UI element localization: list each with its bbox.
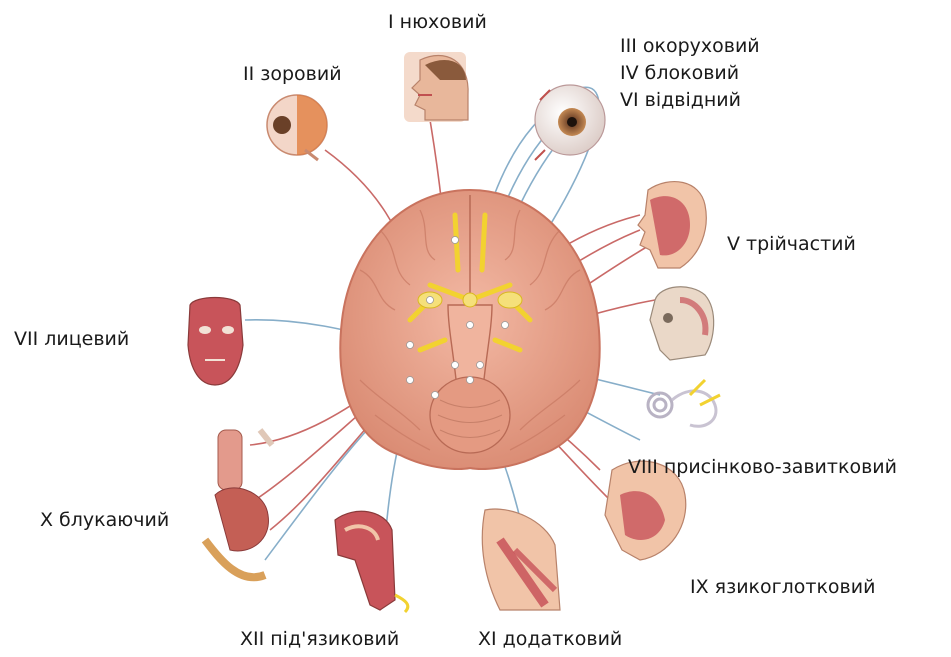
label-abducens: VI відвідний <box>620 89 741 111</box>
label-oculomotor: III окоруховий <box>620 35 760 57</box>
head-nose-icon <box>404 52 468 122</box>
label-olfactory: I нюховий <box>388 11 487 33</box>
label-trigeminal: V трійчастий <box>727 233 856 255</box>
eyeball-icon <box>535 85 605 160</box>
inner-ear-icon <box>648 380 720 426</box>
skull-icon <box>650 287 714 360</box>
label-glossopharyngeal: IX язикоглотковий <box>690 576 875 598</box>
label-facial: VII лицевий <box>14 328 129 350</box>
tongue-neck-icon <box>335 511 408 612</box>
label-vestibulocochlear: VIII присінково-завитковий <box>628 456 897 478</box>
digestive-organs-icon <box>205 430 272 577</box>
label-optic: II зоровий <box>243 63 342 85</box>
label-vagus: X блукаючий <box>40 509 169 531</box>
face-muscle-icon <box>638 182 706 268</box>
label-hypoglossal: XII під'язиковий <box>240 628 399 650</box>
eye-icon <box>267 95 327 160</box>
neck-muscles-icon <box>482 509 560 610</box>
label-trochlear: IV блоковий <box>620 62 739 84</box>
label-accessory: XI додатковий <box>478 628 622 650</box>
face-front-icon <box>188 298 243 386</box>
brain-base-icon <box>340 190 599 469</box>
